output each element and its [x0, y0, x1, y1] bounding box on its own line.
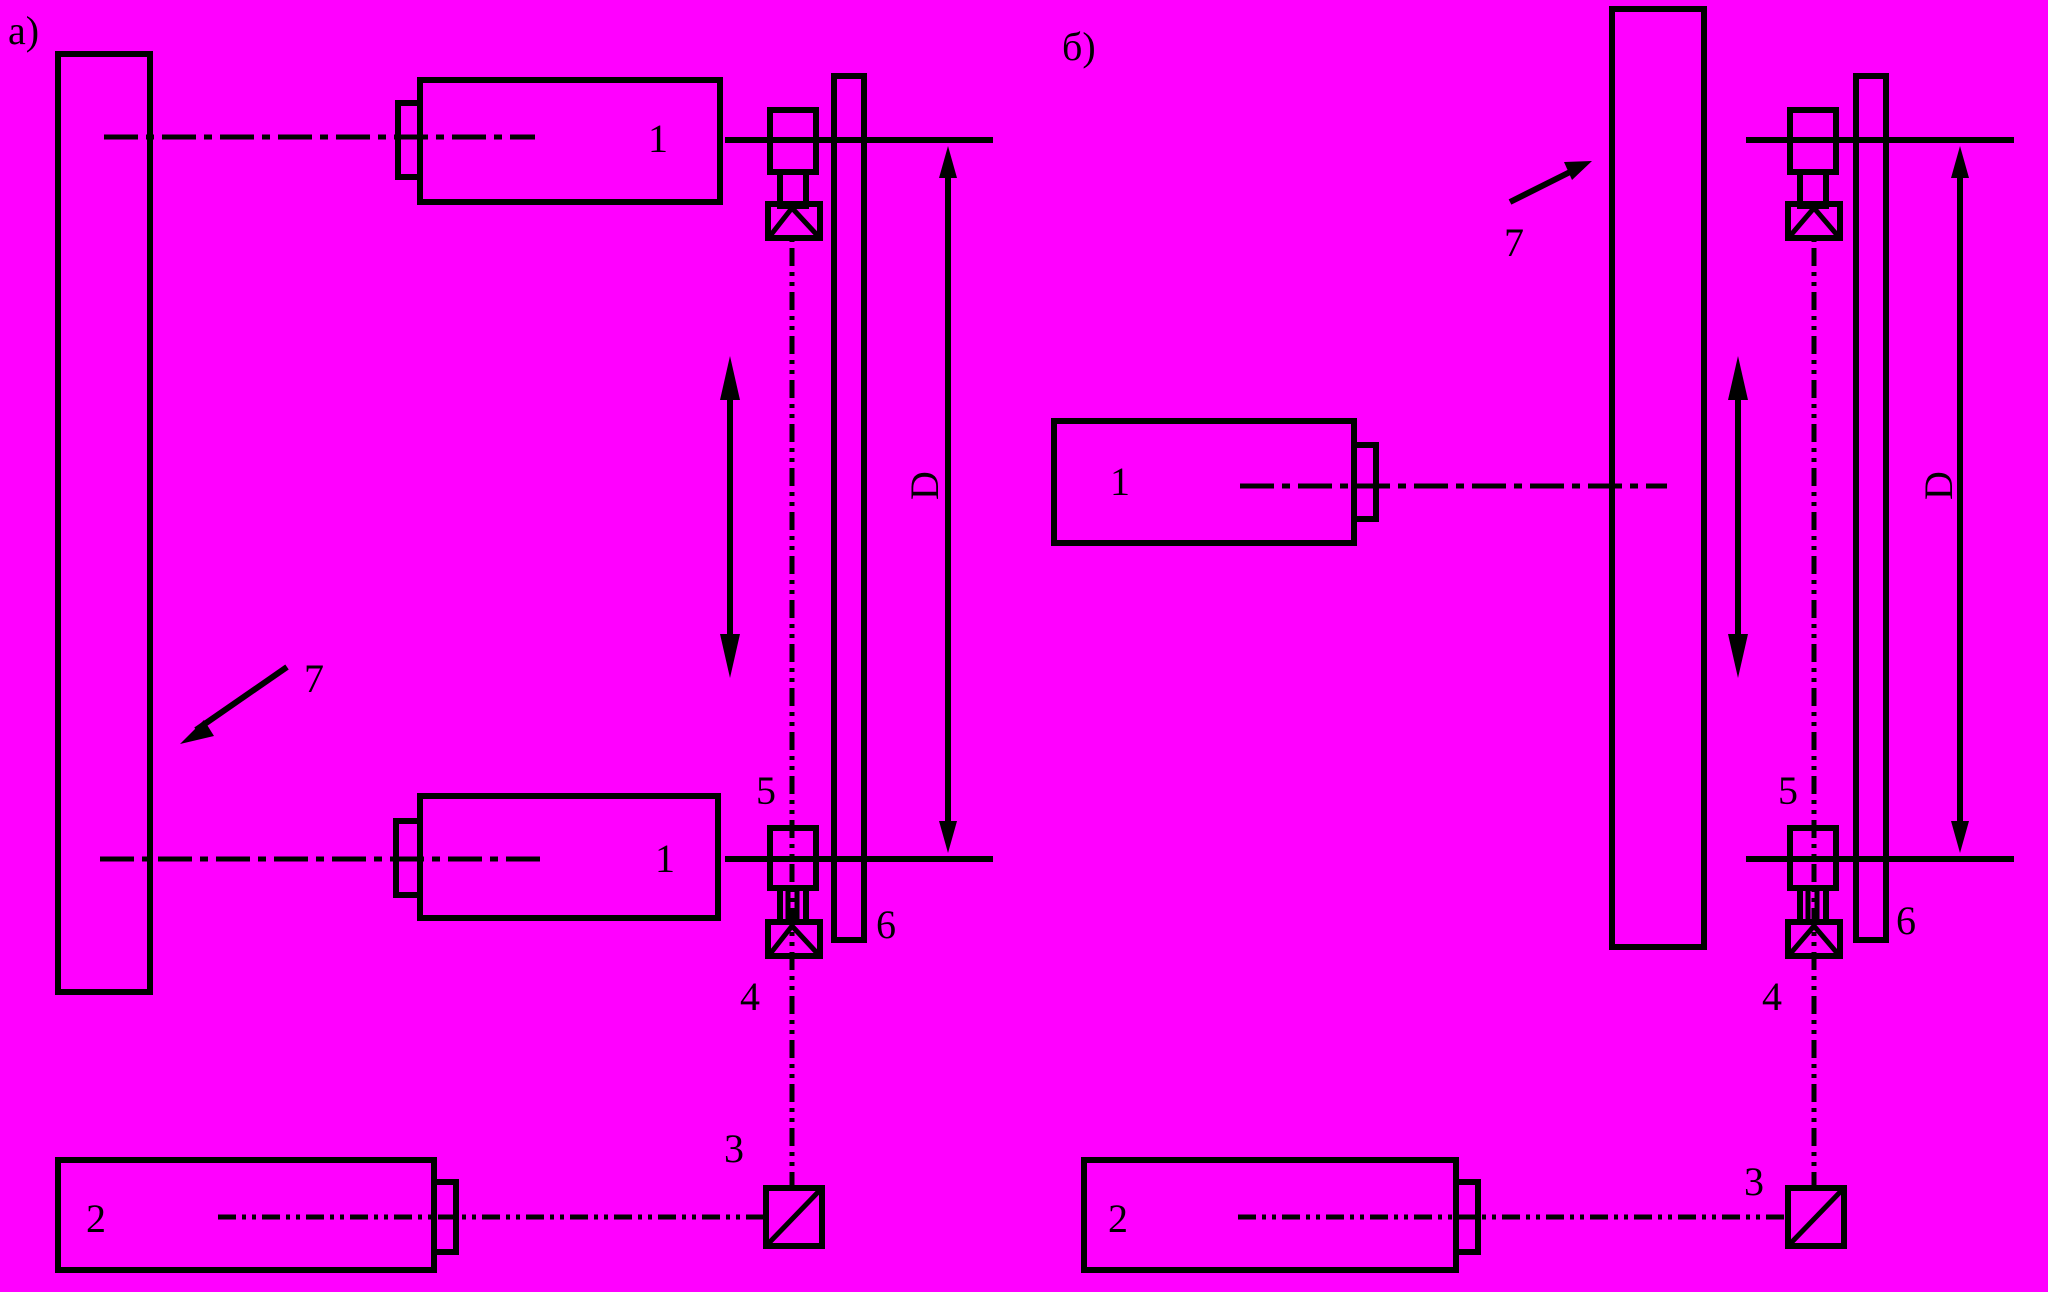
lower-mirror-label: 5 — [756, 768, 776, 813]
dimension-d: D — [902, 146, 957, 853]
dimension-label: D — [902, 471, 947, 500]
object-b-label: 7 — [1504, 220, 1524, 265]
sensor-b: 1 — [1051, 418, 1667, 546]
object-pointer-b: 7 — [1504, 161, 1592, 265]
sensor-lower-label: 1 — [655, 836, 675, 881]
motion-arrow-b — [1728, 356, 1748, 678]
laser-b-label: 2 — [1108, 1196, 1128, 1241]
sensor-lower: 1 — [100, 793, 721, 921]
lower-reflector-label: 4 — [740, 974, 760, 1019]
rail-b-label: 6 — [1896, 898, 1916, 943]
object-pointer: 7 — [180, 656, 324, 744]
guide-rail-b: 6 — [1853, 73, 1916, 943]
upper-assembly — [765, 107, 823, 241]
dimension-b-label: D — [1916, 471, 1961, 500]
lower-assembly: 4 5 — [740, 768, 823, 1019]
rail-label: 6 — [876, 902, 896, 947]
object-label: 7 — [304, 656, 324, 701]
splitter-b-label: 3 — [1744, 1159, 1764, 1204]
laser-b: 2 — [1081, 1157, 1481, 1273]
dimension-d-b: D — [1916, 146, 1969, 853]
beam-splitter: 3 — [724, 1126, 825, 1249]
upper-assembly-b — [1785, 107, 1843, 241]
lower-mirror-b-label: 5 — [1778, 768, 1798, 813]
panel-b-label: б) — [1062, 24, 1096, 69]
object-plate-b — [1609, 6, 1707, 950]
panel-b: б) 1 2 3 — [1051, 6, 2014, 1273]
laser-label: 2 — [86, 1196, 106, 1241]
sensor-upper: 1 — [104, 77, 723, 205]
object-plate — [55, 51, 153, 995]
beam-splitter-b: 3 — [1744, 1159, 1847, 1249]
lower-assembly-b: 4 5 — [1762, 768, 1843, 1019]
sensor-upper-label: 1 — [648, 116, 668, 161]
guide-rail: 6 — [831, 73, 896, 947]
sensor-b-label: 1 — [1110, 459, 1130, 504]
panel-a-label: а) — [8, 8, 39, 53]
splitter-label: 3 — [724, 1126, 744, 1171]
lower-reflector-b-label: 4 — [1762, 974, 1782, 1019]
panel-a: а) 1 1 2 3 — [8, 8, 993, 1273]
motion-arrow — [720, 356, 740, 678]
